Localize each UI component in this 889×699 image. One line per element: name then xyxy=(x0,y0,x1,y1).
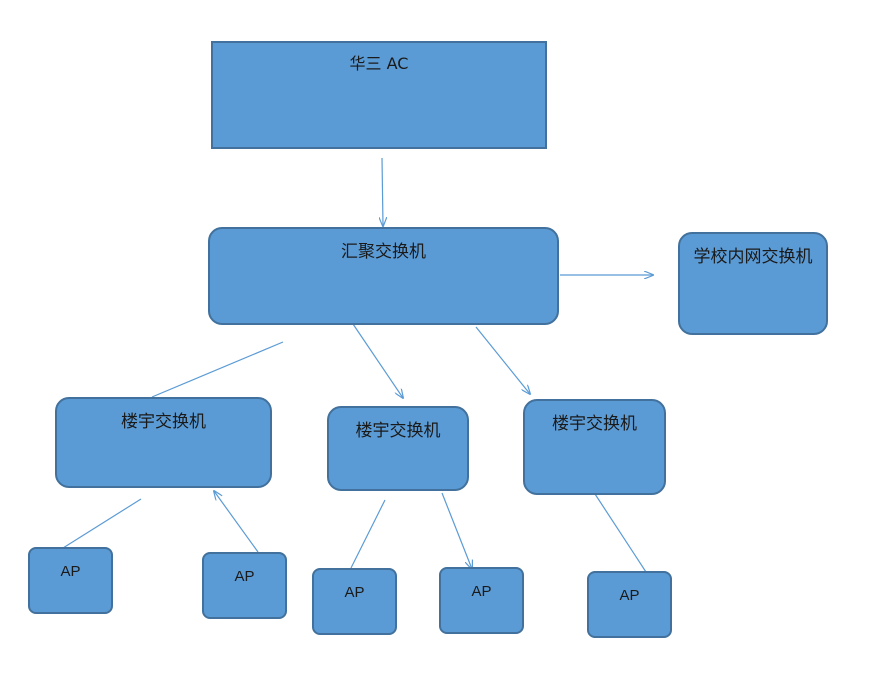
building-switch-1-box[interactable]: 楼宇交换机 xyxy=(55,397,272,488)
arrow-core-to-building-3 xyxy=(475,326,530,394)
ap-4-box[interactable]: AP xyxy=(439,567,524,634)
arrow-core-to-building-2 xyxy=(352,323,403,398)
arrow-ap-2-to-building-1 xyxy=(214,491,259,553)
line-core-to-building-1 xyxy=(151,341,284,398)
building-switch-2-box[interactable]: 楼宇交换机 xyxy=(327,406,469,491)
ap-2-box[interactable]: AP xyxy=(202,552,287,619)
ap-2-label: AP xyxy=(234,568,255,585)
ap-3-label: AP xyxy=(344,584,365,601)
building-switch-1-label: 楼宇交换机 xyxy=(121,412,206,432)
ap-5-label: AP xyxy=(619,587,640,604)
arrow-building-2-to-ap-4 xyxy=(441,492,472,569)
campus-switch-box[interactable]: 学校内网交换机 xyxy=(678,232,828,335)
ap-3-box[interactable]: AP xyxy=(312,568,397,635)
building-switch-3-label: 楼宇交换机 xyxy=(552,414,637,434)
line-building-1-to-ap-1 xyxy=(62,498,142,549)
ac-controller-box[interactable]: 华三 AC xyxy=(211,41,547,149)
building-switch-3-box[interactable]: 楼宇交换机 xyxy=(523,399,666,495)
campus-switch-label: 学校内网交换机 xyxy=(693,247,813,267)
ap-1-label: AP xyxy=(60,563,81,580)
core-switch-box[interactable]: 汇聚交换机 xyxy=(208,227,559,325)
arrow-ac-to-core xyxy=(382,157,383,226)
line-building-2-to-ap-3 xyxy=(350,499,386,569)
line-building-3-to-ap-5 xyxy=(594,493,647,573)
ap-1-box[interactable]: AP xyxy=(28,547,113,614)
ap-5-box[interactable]: AP xyxy=(587,571,672,638)
core-switch-label: 汇聚交换机 xyxy=(341,242,426,262)
ac-controller-label: 华三 AC xyxy=(349,54,409,73)
ap-4-label: AP xyxy=(471,583,492,600)
building-switch-2-label: 楼宇交换机 xyxy=(355,421,441,441)
